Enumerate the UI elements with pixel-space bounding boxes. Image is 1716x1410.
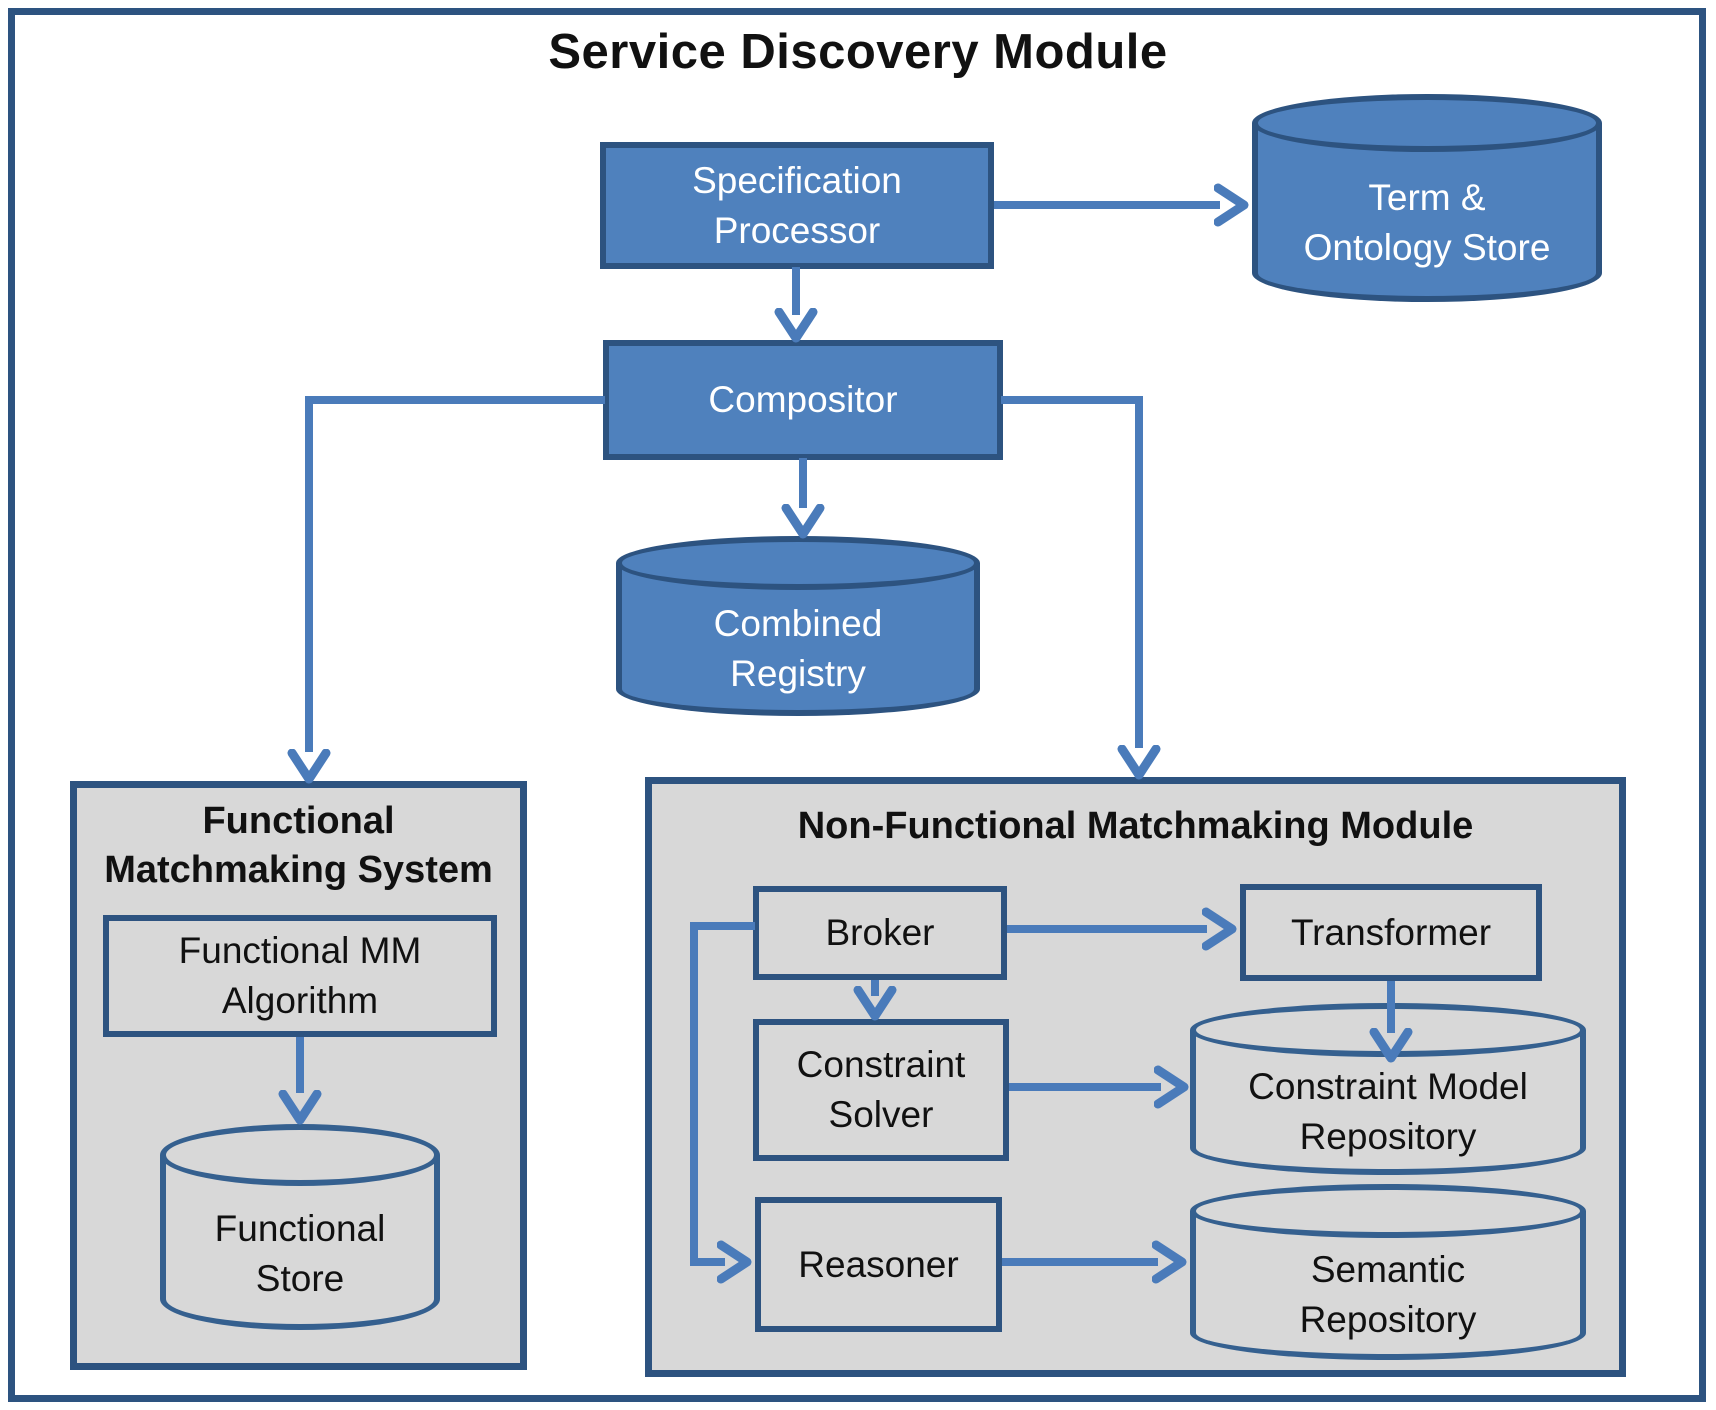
arrow-reasoner-to-semantic-stem — [1002, 1258, 1158, 1266]
functional-store-cylinder: Functional Store — [160, 1124, 440, 1330]
page-border — [8, 8, 1706, 1402]
arrow-compositor-to-nonfunctional-hline — [1001, 396, 1141, 404]
combined-registry-label: Combined Registry — [713, 603, 883, 694]
arrow-algorithm-to-store-head-icon — [278, 1090, 322, 1125]
broker-box: Broker — [753, 886, 1007, 980]
cylinder-body — [1252, 123, 1602, 302]
reasoner-label: Reasoner — [798, 1243, 959, 1285]
arrow-spec-to-compositor-head-icon — [774, 308, 818, 343]
nonfunctional-matchmaking-panel-title: Non-Functional Matchmaking Module — [797, 805, 1474, 847]
diagram-title: Service Discovery Module — [548, 25, 1168, 79]
arrow-reasoner-to-semantic-head-icon — [1152, 1240, 1187, 1284]
arrow-solver-to-repository-stem — [1009, 1083, 1161, 1091]
arrow-compositor-to-nonfunctional-vline — [1135, 396, 1143, 748]
arrow-compositor-to-nonfunctional-head-icon — [1117, 745, 1161, 780]
arrow-algorithm-to-store-stem — [296, 1037, 304, 1093]
constraint-solver-box: Constraint Solver — [753, 1019, 1009, 1161]
functional-mm-algorithm-label: Functional MM Algorithm — [178, 930, 422, 1021]
arrow-broker-to-reasoner-head-icon — [717, 1240, 752, 1284]
cylinder-top-ellipse — [1190, 1184, 1586, 1238]
spec-processor-label: Specification Processor — [692, 159, 902, 251]
constraint-model-repository-label: Constraint Model Repository — [1248, 1066, 1528, 1157]
spec-processor-box: Specification Processor — [600, 142, 994, 269]
arrow-compositor-to-registry-stem — [799, 458, 807, 508]
semantic-repository-label: Semantic Repository — [1299, 1249, 1477, 1340]
arrow-compositor-to-functional-hline — [305, 396, 605, 404]
arrow-broker-to-solver-head-icon — [853, 986, 897, 1021]
reasoner-box: Reasoner — [755, 1197, 1002, 1332]
arrow-broker-to-reasoner-hline-bottom — [690, 1258, 725, 1266]
term-ontology-store-cylinder: Term & Ontology Store — [1252, 94, 1602, 302]
functional-matchmaking-panel-title: Functional Matchmaking System — [104, 800, 493, 892]
arrow-compositor-to-functional-head-icon — [287, 749, 331, 784]
constraint-solver-label: Constraint Solver — [796, 1044, 966, 1135]
arrow-broker-to-transformer-stem — [1007, 925, 1207, 933]
arrow-broker-to-transformer-head-icon — [1202, 907, 1237, 951]
arrow-compositor-to-functional-vline — [305, 396, 313, 752]
compositor-box: Compositor — [603, 340, 1003, 460]
arrow-solver-to-repository-head-icon — [1154, 1065, 1189, 1109]
broker-label: Broker — [825, 912, 935, 954]
term-ontology-store-label: Term & Ontology Store — [1303, 177, 1551, 268]
cylinder-top-ellipse — [616, 536, 980, 590]
arrow-spec-to-termstore-head-icon — [1214, 183, 1249, 227]
functional-mm-algorithm-box: Functional MM Algorithm — [103, 915, 497, 1037]
functional-store-label: Functional Store — [214, 1208, 386, 1299]
arrow-transformer-to-repository-head-icon — [1369, 1028, 1413, 1063]
compositor-label: Compositor — [708, 379, 898, 421]
cylinder-top-ellipse — [160, 1124, 440, 1186]
transformer-label: Transformer — [1290, 911, 1492, 953]
arrow-spec-to-termstore-stem — [994, 201, 1220, 209]
semantic-repository-cylinder: Semantic Repository — [1190, 1184, 1586, 1360]
cylinder-top-ellipse — [1252, 94, 1602, 152]
transformer-box: Transformer — [1240, 884, 1542, 981]
arrow-broker-to-reasoner-hline-top — [690, 922, 755, 930]
arrow-broker-to-solver-stem — [871, 980, 879, 996]
arrow-spec-to-compositor-stem — [792, 267, 800, 315]
combined-registry-cylinder: Combined Registry — [616, 536, 980, 716]
arrow-compositor-to-registry-head-icon — [781, 504, 825, 539]
arrow-broker-to-reasoner-vline — [690, 922, 698, 1266]
arrow-transformer-to-repository-stem — [1387, 981, 1395, 1033]
